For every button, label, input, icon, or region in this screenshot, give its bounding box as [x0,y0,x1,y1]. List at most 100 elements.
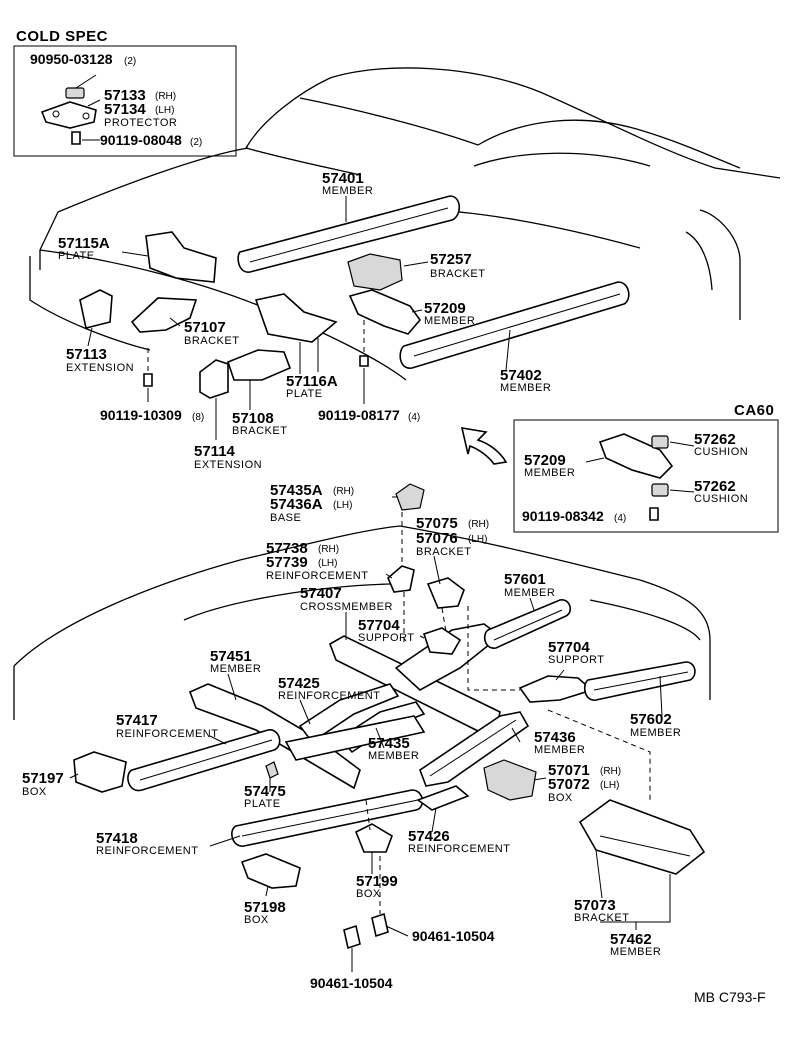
svg-text:MEMBER: MEMBER [630,727,681,739]
svg-text:BRACKET: BRACKET [184,335,239,347]
p57418: 57418 REINFORCEMENT [96,830,198,857]
direction-arrow-icon [460,427,508,465]
svg-text:MEMBER: MEMBER [500,382,551,394]
p57425: 57425 REINFORCEMENT [278,675,380,702]
p57072: 57072 (LH) BOX [548,776,619,804]
svg-text:90119-08342: 90119-08342 [522,508,604,524]
svg-text:MEMBER: MEMBER [504,587,555,599]
svg-text:(2): (2) [190,137,202,148]
ca60-title: CA60 [734,402,774,419]
svg-text:57739: 57739 [266,554,308,571]
svg-text:57475: 57475 [244,783,286,800]
svg-text:57108: 57108 [232,410,274,427]
svg-text:BRACKET: BRACKET [430,268,485,280]
p57114: 57114 EXTENSION [194,443,262,471]
svg-text:BRACKET: BRACKET [574,912,629,924]
lower-labels: 57435A (RH) 57436A (LH) BASE 57075 (RH) … [22,482,681,991]
svg-text:57115A: 57115A [58,235,110,252]
svg-text:90119-10309: 90119-10309 [100,407,182,423]
svg-text:57073: 57073 [574,897,616,914]
protector-icon [40,87,97,145]
p57462: 57462 MEMBER [610,931,661,958]
svg-text:90119-08177: 90119-08177 [318,407,400,423]
cold-spec-title: COLD SPEC [16,28,108,45]
footer-code: MB C793-F [694,989,766,1005]
svg-text:REINFORCEMENT: REINFORCEMENT [278,690,380,702]
ca4: 90119-08342 (4) [522,508,626,524]
svg-text:(4): (4) [614,513,626,524]
svg-text:CUSHION: CUSHION [694,493,748,505]
svg-text:MEMBER: MEMBER [610,946,661,958]
svg-text:57076: 57076 [416,530,458,547]
svg-text:57417: 57417 [116,712,158,729]
svg-text:(RH): (RH) [333,486,354,497]
p57198: 57198 BOX [244,899,286,926]
p90461b: 90461-10504 [310,975,393,991]
svg-text:57198: 57198 [244,899,286,916]
svg-text:57436: 57436 [534,729,576,746]
svg-text:57401: 57401 [322,170,364,187]
svg-text:57209: 57209 [424,300,466,317]
svg-text:57704: 57704 [548,639,590,656]
svg-text:PLATE: PLATE [286,388,323,400]
p90119_08177: 90119-08177 (4) [318,407,420,423]
svg-text:BOX: BOX [356,888,381,900]
svg-text:57133: 57133 [104,87,146,104]
svg-text:BOX: BOX [548,792,573,804]
svg-text:MEMBER: MEMBER [322,185,373,197]
svg-text:(RH): (RH) [318,544,339,555]
p57435a: 57435A (RH) [270,482,354,499]
p57107: 57107 BRACKET [184,319,239,347]
svg-text:SUPPORT: SUPPORT [548,654,604,666]
ca60-panel: CA60 57209 MEMBER 57262 CUSHION 57262 CU… [513,402,779,533]
svg-text:57114: 57114 [194,443,236,460]
svg-text:(LH): (LH) [468,534,487,545]
upper-labels: 57401 MEMBER 57115A PLATE 57257 BRACKET … [58,170,551,471]
p57209: 57209 MEMBER [424,300,475,327]
svg-text:57601: 57601 [504,571,546,588]
svg-text:57704: 57704 [358,617,400,634]
p57417: 57417 REINFORCEMENT [116,712,218,740]
ca1: 57209 MEMBER [524,452,575,479]
p57076: 57076 (LH) BRACKET [416,530,487,558]
p57199: 57199 BOX [356,873,398,900]
p57401: 57401 MEMBER [322,170,373,197]
p57071: 57071 (RH) [548,762,621,779]
svg-text:BOX: BOX [22,786,47,798]
svg-text:57407: 57407 [300,585,342,602]
svg-text:(LH): (LH) [318,558,337,569]
lower-parts [73,483,706,950]
svg-text:57199: 57199 [356,873,398,890]
part-57401-shape [237,195,461,273]
cs1: 90950-03128 (2) [30,51,136,67]
p57116a: 57116A PLATE [286,373,338,400]
lower-dashed-guides [365,512,651,914]
svg-text:57451: 57451 [210,648,252,665]
svg-text:PROTECTOR: PROTECTOR [104,117,177,129]
svg-text:EXTENSION: EXTENSION [66,362,134,374]
p57426: 57426 REINFORCEMENT [408,828,510,855]
svg-text:90950-03128: 90950-03128 [30,51,113,67]
p57115a: 57115A PLATE [58,235,110,262]
cs3: 57134 (LH) PROTECTOR [104,101,177,129]
car-body-lower [13,525,711,720]
svg-text:MEMBER: MEMBER [524,467,575,479]
svg-text:57435: 57435 [368,735,410,752]
svg-text:57197: 57197 [22,770,64,787]
upper-leaders [87,196,511,440]
svg-text:(RH): (RH) [600,766,621,777]
svg-text:(LH): (LH) [333,500,352,511]
svg-text:BOX: BOX [244,914,269,926]
svg-text:MEMBER: MEMBER [210,663,261,675]
p57451: 57451 MEMBER [210,648,261,675]
svg-text:57107: 57107 [184,319,226,336]
svg-text:57402: 57402 [500,367,542,384]
svg-text:57426: 57426 [408,828,450,845]
p57602: 57602 MEMBER [630,711,681,739]
p57738: 57738 (RH) [266,540,339,557]
svg-text:BASE: BASE [270,512,301,524]
svg-text:CROSSMEMBER: CROSSMEMBER [300,601,393,613]
svg-text:PLATE: PLATE [244,798,281,810]
